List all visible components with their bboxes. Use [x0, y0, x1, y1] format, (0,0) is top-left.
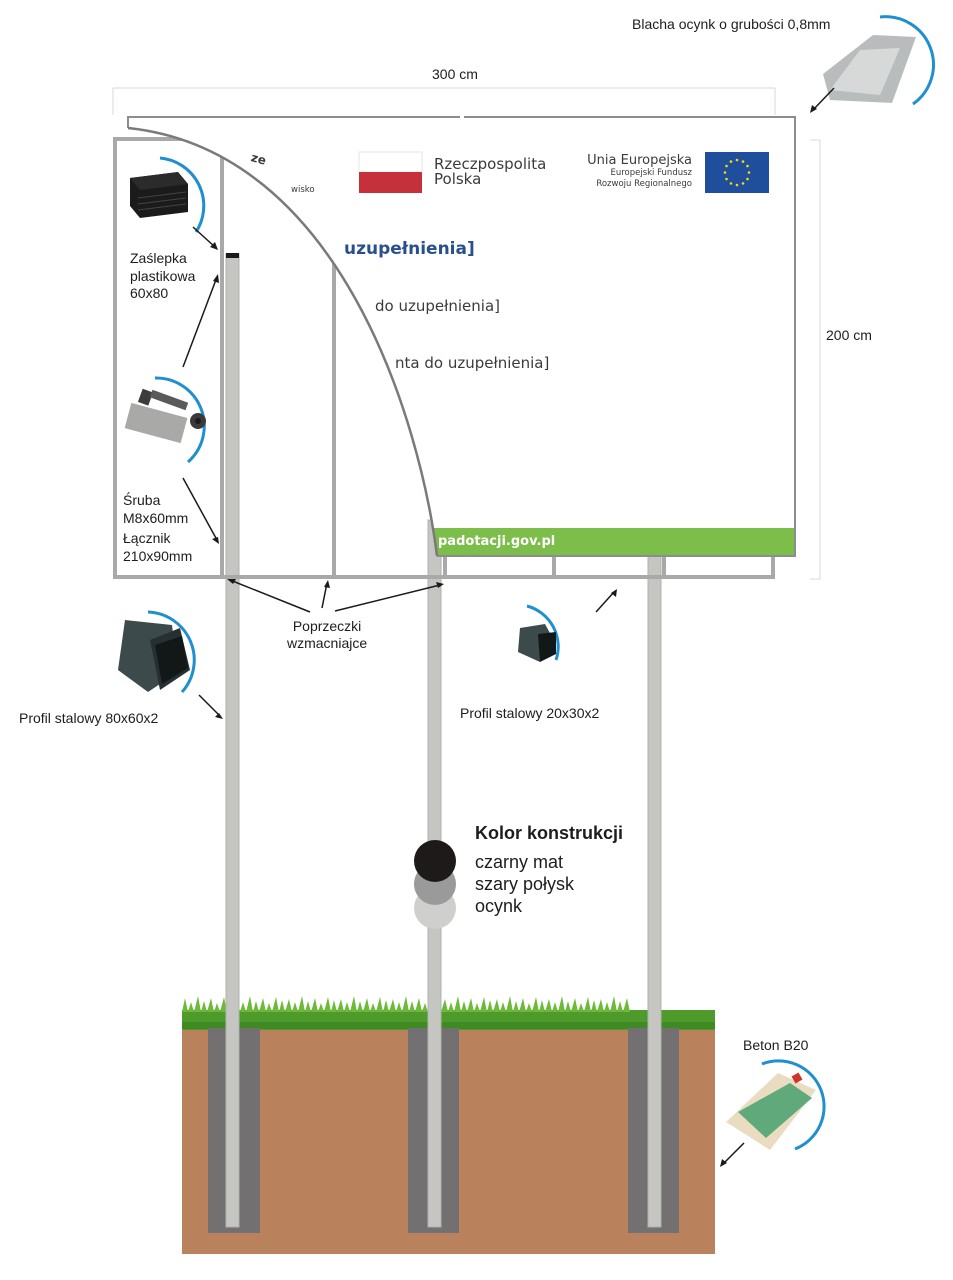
arrow-heads: [210, 105, 817, 1167]
grass: [182, 996, 715, 1030]
peel-curve: [127, 126, 439, 557]
callout-profile-small: Profil stalowy 20x30x2: [460, 705, 600, 721]
callout-connector-line1: Łącznik: [123, 530, 171, 546]
callout-connector: Łącznik 210x90mm: [123, 530, 192, 565]
callout-connector-line2: 210x90mm: [123, 547, 193, 564]
sign-pl-title-line1: Rzeczpospolita: [434, 155, 547, 173]
polish-flag-red: [359, 172, 422, 193]
sign-title-fragment: uzupełnienia]: [344, 239, 475, 259]
sign-pl-title: Rzeczpospolita Polska: [434, 157, 546, 187]
callout-profile-large: Profil stalowy 80x60x2: [19, 710, 159, 726]
sheet-metal-image: [823, 35, 916, 103]
width-dimension-line: [112, 87, 776, 115]
pointer-arrows: [182, 87, 835, 1165]
profile-small-image: [518, 624, 556, 662]
callout-sheet-metal: Blacha ocynk o grubości 0,8mm: [632, 16, 831, 32]
polish-flag-white: [358, 151, 423, 173]
sign-footer-url: padotacji.gov.pl: [438, 534, 556, 549]
pole-right: [647, 555, 662, 1228]
color-swatch-czarny: [414, 840, 456, 882]
profile-large-image: [118, 620, 190, 692]
sign-eu-sub2: Rozwoju Regionalnego: [596, 179, 692, 189]
color-legend-item-czarny: czarny mat: [475, 852, 564, 872]
bolt-connector-image: [124, 388, 206, 444]
accent-arcs: [147, 15, 935, 1151]
sign-eu-sub1: Europejski Fundusz: [610, 168, 692, 178]
color-legend-item-ocynk: ocynk: [475, 896, 523, 916]
sign-line3-fragment: nta do uzupełnienia]: [395, 354, 550, 372]
callout-end-cap-line1: Zaślepka: [130, 250, 187, 266]
callout-end-cap-line2: plastikowa: [130, 267, 196, 284]
color-legend-title: Kolor konstrukcji: [475, 823, 624, 843]
height-dimension-label: 200 cm: [826, 327, 872, 343]
sign-pl-title-line2: Polska: [434, 170, 482, 188]
callout-concrete: Beton B20: [743, 1037, 809, 1053]
height-dimension-line: [810, 139, 821, 580]
callout-crossbars-line1: Poprzeczki: [292, 618, 362, 634]
concrete-bag-image: [726, 1072, 816, 1150]
sign-partial-text-2: wisko: [291, 185, 315, 195]
callout-crossbars: Poprzeczki wzmacniajce: [287, 618, 367, 652]
eu-flag-stars: [723, 158, 751, 187]
end-cap-image: [130, 172, 188, 218]
sign-eu-title: Unia Europejska: [587, 153, 692, 168]
color-legend-item-szary: szary połysk: [475, 874, 575, 894]
callout-bolt-line1: Śruba: [123, 492, 161, 508]
callout-bolt: Śruba M8x60mm: [123, 492, 188, 527]
callout-bolt-line2: M8x60mm: [123, 509, 189, 526]
sign-line2-fragment: do uzupełnienia]: [375, 297, 500, 315]
callout-end-cap: Zaślepka plastikowa 60x80: [130, 250, 195, 303]
callout-crossbars-line2: wzmacniajce: [287, 635, 368, 651]
pole-left: [225, 253, 240, 1228]
pole-cap: [226, 253, 239, 258]
eu-flag: [705, 152, 769, 193]
sign-eu-block: Unia Europejska Europejski Fundusz Rozwo…: [560, 153, 692, 190]
callout-end-cap-line3: 60x80: [130, 285, 169, 301]
sign-outline: [127, 116, 796, 557]
width-dimension-label: 300 cm: [432, 66, 478, 82]
